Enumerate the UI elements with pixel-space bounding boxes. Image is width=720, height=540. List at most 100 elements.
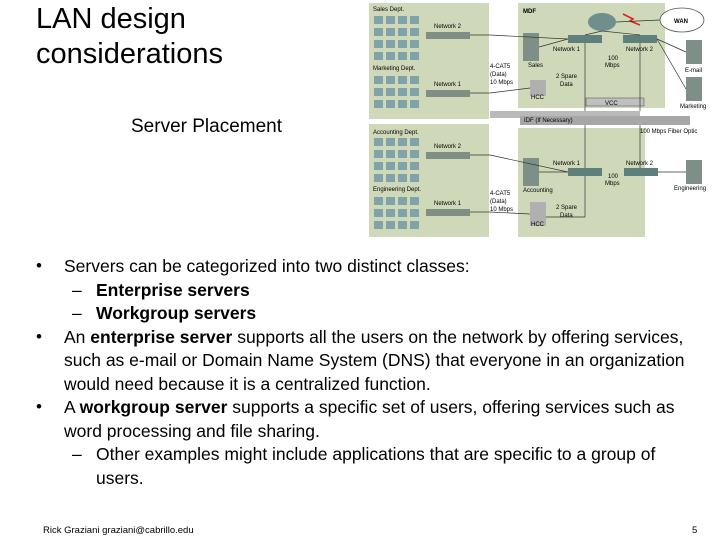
pc-icon [386, 88, 395, 96]
idf-bar [520, 116, 690, 125]
pc-icon [410, 88, 419, 96]
sub-bullet-item: –Other examples might include applicatio… [36, 443, 706, 490]
diagram-label: 10 Mbps [490, 207, 513, 213]
page-number: 5 [692, 525, 698, 536]
vcc-box [585, 97, 645, 107]
diagram-label: Accounting [523, 188, 553, 194]
pc-icon [398, 16, 407, 24]
bullet-text-bold: enterprise server [90, 326, 233, 347]
pc-icon [398, 52, 407, 60]
diagram-label: Marketing [680, 104, 706, 110]
diagram-label: Network 1 [434, 201, 462, 207]
backbone-bar [490, 111, 640, 118]
sales-server-icon [523, 33, 539, 61]
diagram-label: Network 2 [434, 144, 462, 150]
pc-icon [398, 162, 407, 170]
pc-icon [398, 40, 407, 48]
pc-icon [398, 209, 407, 217]
pc-icon [386, 28, 395, 36]
pc-icon [410, 197, 419, 205]
pc-icon [410, 138, 419, 146]
bullet-item: •An enterprise server supports all the u… [36, 326, 706, 397]
title-line-2: considerations [36, 38, 223, 70]
title-line-1: LAN design [36, 3, 186, 35]
pc-icon [386, 174, 395, 182]
diagram-label: Network 1 [553, 161, 581, 167]
hub-bottom-network2 [426, 152, 470, 159]
pc-icon [374, 209, 383, 217]
pc-icon [374, 150, 383, 158]
hub-bottom-network1 [426, 209, 470, 216]
hcc-top-icon [530, 80, 546, 96]
bullet-text: Other examples might include application… [96, 444, 656, 488]
diagram-label: Data [560, 213, 573, 219]
bullet-text-bold: workgroup server [79, 397, 228, 417]
diagram-label: 4-CAT5 [490, 191, 511, 197]
pc-icon [410, 209, 419, 217]
pc-icon [398, 221, 407, 229]
pc-icon [386, 150, 395, 158]
diagram-label: Marketing Dept. [373, 66, 416, 72]
bullet-marker: • [36, 256, 42, 275]
pc-icon [374, 76, 383, 84]
bullet-text: supports a specific set of users, offeri… [64, 397, 675, 441]
pc-icon [398, 76, 407, 84]
sub-bullet-item: –Workgroup servers [36, 302, 706, 326]
diagram-label: VCC [605, 101, 618, 107]
bullet-text: supports all the users on the network by… [64, 326, 685, 394]
hub-top-network1 [426, 90, 470, 97]
diagram-label: MDF [523, 9, 536, 15]
pc-icon [374, 197, 383, 205]
pc-icon [398, 28, 407, 36]
idf-switch-2 [624, 168, 658, 176]
diagram-label: Network 1 [553, 47, 581, 53]
diagram-label: 100 Mbps Fiber Optic [640, 129, 697, 135]
hub-top-network2 [426, 32, 470, 39]
connection-lines [470, 19, 687, 218]
pc-icon [374, 28, 383, 36]
diagram-label: E-mail [685, 68, 702, 74]
bullet-marker: • [36, 397, 42, 416]
footer-author: Rick Graziani graziani@cabrillo.edu [43, 525, 194, 536]
pc-icon [374, 40, 383, 48]
marketing-server-icon [686, 77, 702, 101]
bullet-text-bold: Workgroup servers [96, 303, 257, 323]
pc-icon [410, 174, 419, 182]
diagram-label: Network 2 [434, 24, 462, 30]
diagram-label: 4-CAT5 [490, 64, 511, 70]
router-icon [588, 13, 616, 31]
pc-icon [386, 138, 395, 146]
pc-icon [398, 174, 407, 182]
diagram-label: Sales [528, 63, 543, 69]
idf-switch-1 [568, 168, 602, 176]
dash-marker: – [72, 444, 82, 464]
pc-icon [386, 16, 395, 24]
bullet-text: A [64, 397, 80, 417]
diagram-label: Mbps [605, 63, 620, 69]
diagram-label: 2 Spare [556, 205, 578, 211]
pc-icon [374, 100, 383, 108]
pc-icon [374, 52, 383, 60]
pc-icon [410, 52, 419, 60]
pc-icon [386, 221, 395, 229]
pc-icon [374, 174, 383, 182]
diagram-label: HCC [531, 95, 545, 101]
sub-bullet-item: –Enterprise servers [36, 279, 706, 303]
pc-icon [410, 162, 419, 170]
diagram-label: Accounting Dept. [373, 130, 419, 136]
pc-icon [410, 28, 419, 36]
pc-icon [410, 76, 419, 84]
diagram-label: Mbps [605, 181, 620, 187]
bullet-list: •Servers can be categorized into two dis… [36, 255, 706, 490]
engineering-server-icon [686, 160, 702, 184]
pc-icon [374, 138, 383, 146]
bullet-text-bold: Enterprise servers [96, 279, 250, 300]
wan-link-icon [622, 13, 641, 26]
pc-icon [386, 209, 395, 217]
diagram-label: WAN [674, 19, 688, 25]
pc-icon [410, 100, 419, 108]
pc-icon [410, 221, 419, 229]
pc-icon [398, 150, 407, 158]
pc-icon [374, 16, 383, 24]
bullet-marker: • [36, 326, 42, 346]
